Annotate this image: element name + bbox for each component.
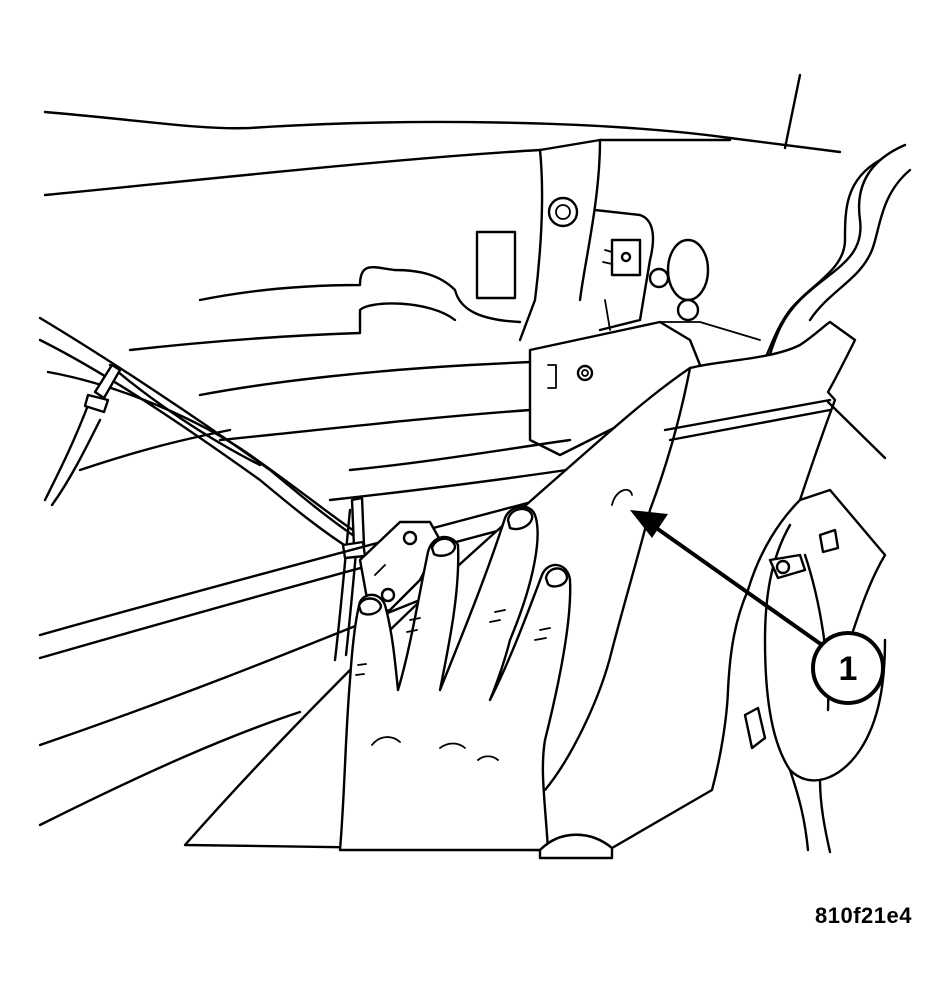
mounting-bracket: [475, 138, 710, 342]
cable-tie-icon-2: [350, 496, 366, 549]
cable-tie-icon: [93, 363, 122, 400]
technician-hand-icon: [338, 505, 614, 860]
callout-circle: [811, 631, 885, 705]
upper-body-panel: [43, 73, 842, 197]
right-lower-mechanism: [743, 488, 887, 854]
left-wiring-harness: [38, 316, 367, 662]
crossmember: [78, 266, 532, 472]
bolt-head-icon: [547, 196, 579, 228]
figure-id-label: 810f21e4: [815, 903, 912, 928]
trim-clip-icon: [611, 488, 633, 506]
callout-1: 1: [630, 510, 885, 705]
callout-number: 1: [839, 650, 858, 688]
right-wiring-harness: [760, 143, 912, 367]
fingernail: [506, 507, 534, 531]
round-hole: [666, 238, 710, 302]
square-cutout: [475, 230, 517, 300]
arrow-head-icon: [630, 510, 668, 538]
